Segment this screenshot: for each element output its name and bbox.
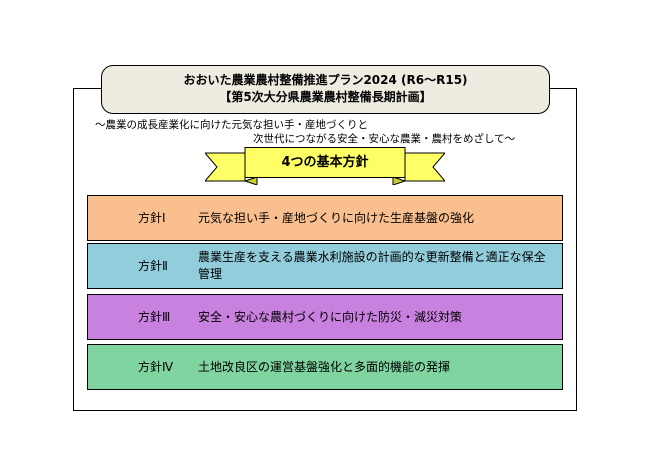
plan-title: おおいた農業農村整備推進プラン2024 (R6〜R15) <box>183 73 468 87</box>
ribbon-shape <box>205 147 445 185</box>
policy-2-text: 農業生産を支える農業水利施設の計画的な更新整備と適正な保全管理 <box>198 250 546 281</box>
slogan: 〜農業の成長産業化に向けた元気な担い手・産地づくりと 次世代につながる安全・安心… <box>95 118 565 146</box>
ribbon-banner: 4つの基本方針 <box>205 147 445 185</box>
policy-2-box: 方針Ⅱ 農業生産を支える農業水利施設の計画的な更新整備と適正な保全管理 <box>87 243 563 289</box>
slogan-line-1: 〜農業の成長産業化に向けた元気な担い手・産地づくりと <box>95 119 368 131</box>
policy-2-label: 方針Ⅱ <box>138 258 168 273</box>
plan-title-box: おおいた農業農村整備推進プラン2024 (R6〜R15) 【第5次大分県農業農村… <box>101 65 550 114</box>
ribbon-right-fold <box>392 176 407 185</box>
ribbon-center <box>244 147 406 178</box>
policy-4-label: 方針Ⅳ <box>138 359 174 374</box>
policy-4-text: 土地改良区の運営基盤強化と多面的機能の発揮 <box>198 359 451 374</box>
ribbon-label: 4つの基本方針 <box>281 155 369 170</box>
plan-subtitle-bracket: 【第5次大分県農業農村整備長期計画】 <box>219 90 432 104</box>
policy-1-text: 元気な担い手・産地づくりに向けた生産基盤の強化 <box>198 210 475 225</box>
policy-1-label: 方針Ⅰ <box>138 210 166 225</box>
policy-4-box: 方針Ⅳ 土地改良区の運営基盤強化と多面的機能の発揮 <box>87 344 563 390</box>
policy-3-text: 安全・安心な農村づくりに向けた防災・減災対策 <box>198 309 463 324</box>
slogan-line-2: 次世代につながる安全・安心な農業・農村をめざして〜 <box>253 133 516 145</box>
ribbon-left-fold <box>243 176 258 185</box>
ribbon-left-tail <box>205 152 246 182</box>
policy-3-box: 方針Ⅲ 安全・安心な農村づくりに向けた防災・減災対策 <box>87 294 563 340</box>
policy-1-box: 方針Ⅰ 元気な担い手・産地づくりに向けた生産基盤の強化 <box>87 195 563 241</box>
ribbon-right-tail <box>404 152 445 182</box>
policy-3-label: 方針Ⅲ <box>138 309 171 324</box>
